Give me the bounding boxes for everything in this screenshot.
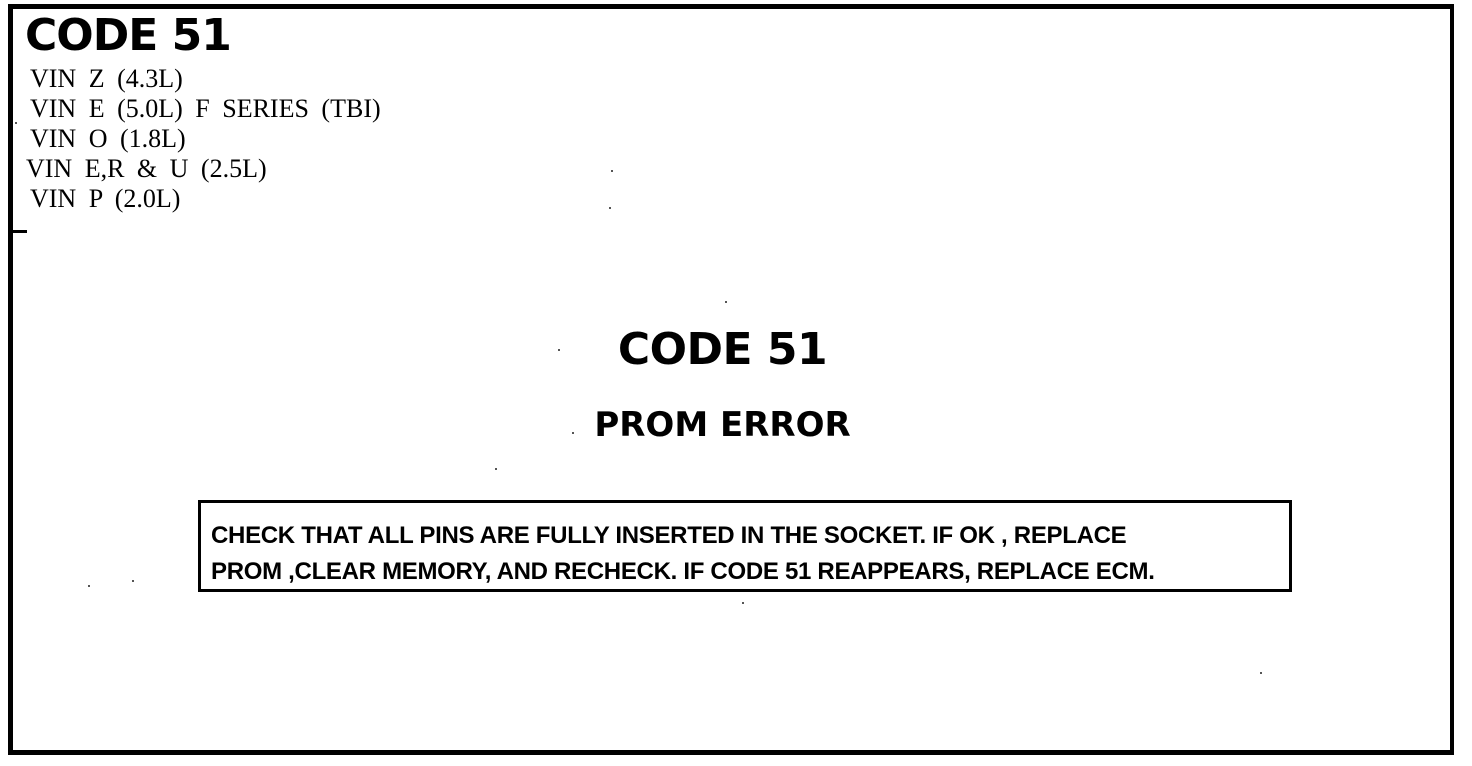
instruction-line: CHECK THAT ALL PINS ARE FULLY INSERTED I… — [211, 522, 1127, 549]
page-frame — [8, 4, 1454, 755]
code-title: CODE 51 — [617, 324, 828, 375]
vin-line: VIN O (1.8L) — [30, 124, 186, 153]
scan-speck — [725, 301, 727, 303]
scan-speck — [609, 207, 611, 209]
margin-tick-mark — [13, 230, 27, 233]
scan-speck — [572, 432, 574, 434]
vin-line: VIN Z (4.3L) — [30, 64, 183, 93]
scan-speck — [88, 585, 90, 587]
error-subtitle: PROM ERROR — [594, 405, 851, 445]
scan-speck — [558, 349, 560, 351]
scan-speck — [1260, 672, 1262, 674]
instruction-line: PROM ,CLEAR MEMORY, AND RECHECK. IF CODE… — [211, 558, 1155, 585]
instruction-box: CHECK THAT ALL PINS ARE FULLY INSERTED I… — [198, 500, 1292, 592]
scan-speck — [742, 602, 744, 604]
scan-speck — [132, 580, 134, 582]
vin-line: VIN P (2.0L) — [30, 184, 181, 213]
scan-speck — [611, 170, 613, 172]
vin-line: VIN E,R & U (2.5L) — [26, 154, 267, 183]
vin-line: VIN E (5.0L) F SERIES (TBI) — [30, 94, 381, 123]
scan-speck — [15, 122, 17, 124]
scan-speck — [495, 468, 497, 470]
header-title: CODE 51 — [25, 10, 232, 61]
vin-list: VIN Z (4.3L) VIN E (5.0L) F SERIES (TBI)… — [26, 64, 381, 214]
